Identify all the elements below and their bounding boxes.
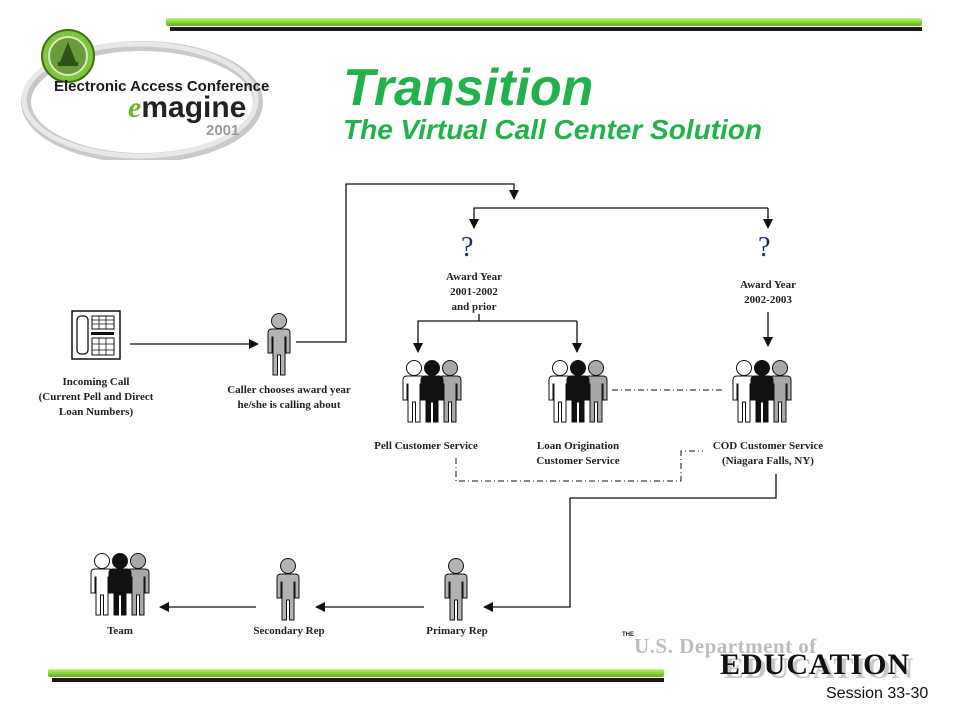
loan-service-label: Loan Origination Customer Service bbox=[516, 439, 640, 469]
dashdot-pell-cod bbox=[455, 450, 703, 482]
award-year-left-label: Award Year 2001-2002 and prior bbox=[424, 270, 524, 315]
pell-service-label: Pell Customer Service bbox=[374, 440, 478, 452]
conference-logo: Electronic Access Conference emagine 200… bbox=[10, 10, 270, 163]
award-year-right-label: Award Year 2002-2003 bbox=[718, 278, 818, 308]
primary-rep-icon bbox=[444, 558, 468, 621]
award-year-right-line2: 2002-2003 bbox=[744, 294, 792, 306]
education-logo: THE U.S. Department of EDUCATION EDUCATI… bbox=[622, 632, 938, 688]
education-logo-line2: EDUCATION bbox=[720, 648, 911, 681]
logo-swoosh-icon bbox=[21, 29, 263, 163]
team-group-icon bbox=[90, 553, 150, 616]
top-bar bbox=[166, 18, 922, 26]
caller-chooses-line2: he/she is calling about bbox=[237, 399, 341, 411]
secondary-rep-label: Secondary Rep bbox=[253, 625, 325, 637]
education-logo-line2-shadow-text: EDUCATION bbox=[724, 652, 915, 685]
education-logo-the: THE bbox=[622, 632, 634, 638]
loan-service-line2: Customer Service bbox=[536, 455, 620, 467]
incoming-call-label: Incoming Call (Current Pell and Direct L… bbox=[26, 375, 166, 420]
education-logo-line1: U.S. Department of bbox=[634, 634, 817, 658]
cod-service-label: COD Customer Service (Niagara Falls, NY) bbox=[694, 439, 842, 469]
award-year-left-line3: and prior bbox=[451, 301, 497, 313]
caller-person-icon bbox=[267, 313, 291, 376]
question-mark-right: ? bbox=[758, 232, 771, 263]
connector-split-left bbox=[469, 207, 768, 229]
award-year-right-line1: Award Year bbox=[740, 279, 796, 291]
education-logo-line2-shadow: EDUCATION bbox=[724, 652, 914, 686]
secondary-rep-icon bbox=[276, 558, 300, 621]
connector-caller-to-split bbox=[296, 183, 519, 343]
page-title: Transition bbox=[343, 59, 594, 117]
bottom-bar bbox=[48, 669, 664, 677]
connector-to-pell bbox=[413, 320, 577, 353]
loan-service-line1: Loan Origination bbox=[536, 440, 620, 452]
logo-brand: emagine bbox=[128, 92, 246, 124]
cod-service-line1: COD Customer Service bbox=[712, 440, 824, 452]
logo-brand-e: e bbox=[128, 91, 142, 124]
award-year-left-line2: 2001-2002 bbox=[450, 286, 498, 298]
incoming-call-line3: Loan Numbers) bbox=[58, 406, 134, 418]
phone-icon bbox=[71, 310, 121, 360]
connector-cod-to-primary bbox=[483, 474, 777, 612]
caller-chooses-line1: Caller chooses award year bbox=[227, 384, 351, 396]
incoming-call-line2: (Current Pell and Direct bbox=[38, 391, 154, 403]
primary-rep-label: Primary Rep bbox=[426, 625, 488, 637]
pell-group-icon bbox=[402, 360, 462, 423]
cod-group-icon bbox=[732, 360, 792, 423]
logo-conference-text: Electronic Access Conference bbox=[54, 78, 270, 95]
incoming-call-line1: Incoming Call bbox=[62, 376, 130, 388]
caller-chooses-label: Caller chooses award year he/she is call… bbox=[204, 383, 374, 413]
logo-year: 2001 bbox=[206, 122, 240, 139]
top-bar-shadow bbox=[170, 27, 922, 31]
bottom-bar-shadow bbox=[52, 678, 664, 682]
session-number: Session 33-30 bbox=[826, 685, 929, 702]
question-mark-left: ? bbox=[461, 232, 474, 263]
loan-group-icon bbox=[548, 360, 608, 423]
award-year-left-line1: Award Year bbox=[446, 271, 502, 283]
page-subtitle: The Virtual Call Center Solution bbox=[343, 114, 763, 145]
team-label: Team bbox=[107, 625, 133, 637]
cod-service-line2: (Niagara Falls, NY) bbox=[722, 455, 814, 467]
logo-brand-rest: magine bbox=[141, 91, 247, 124]
